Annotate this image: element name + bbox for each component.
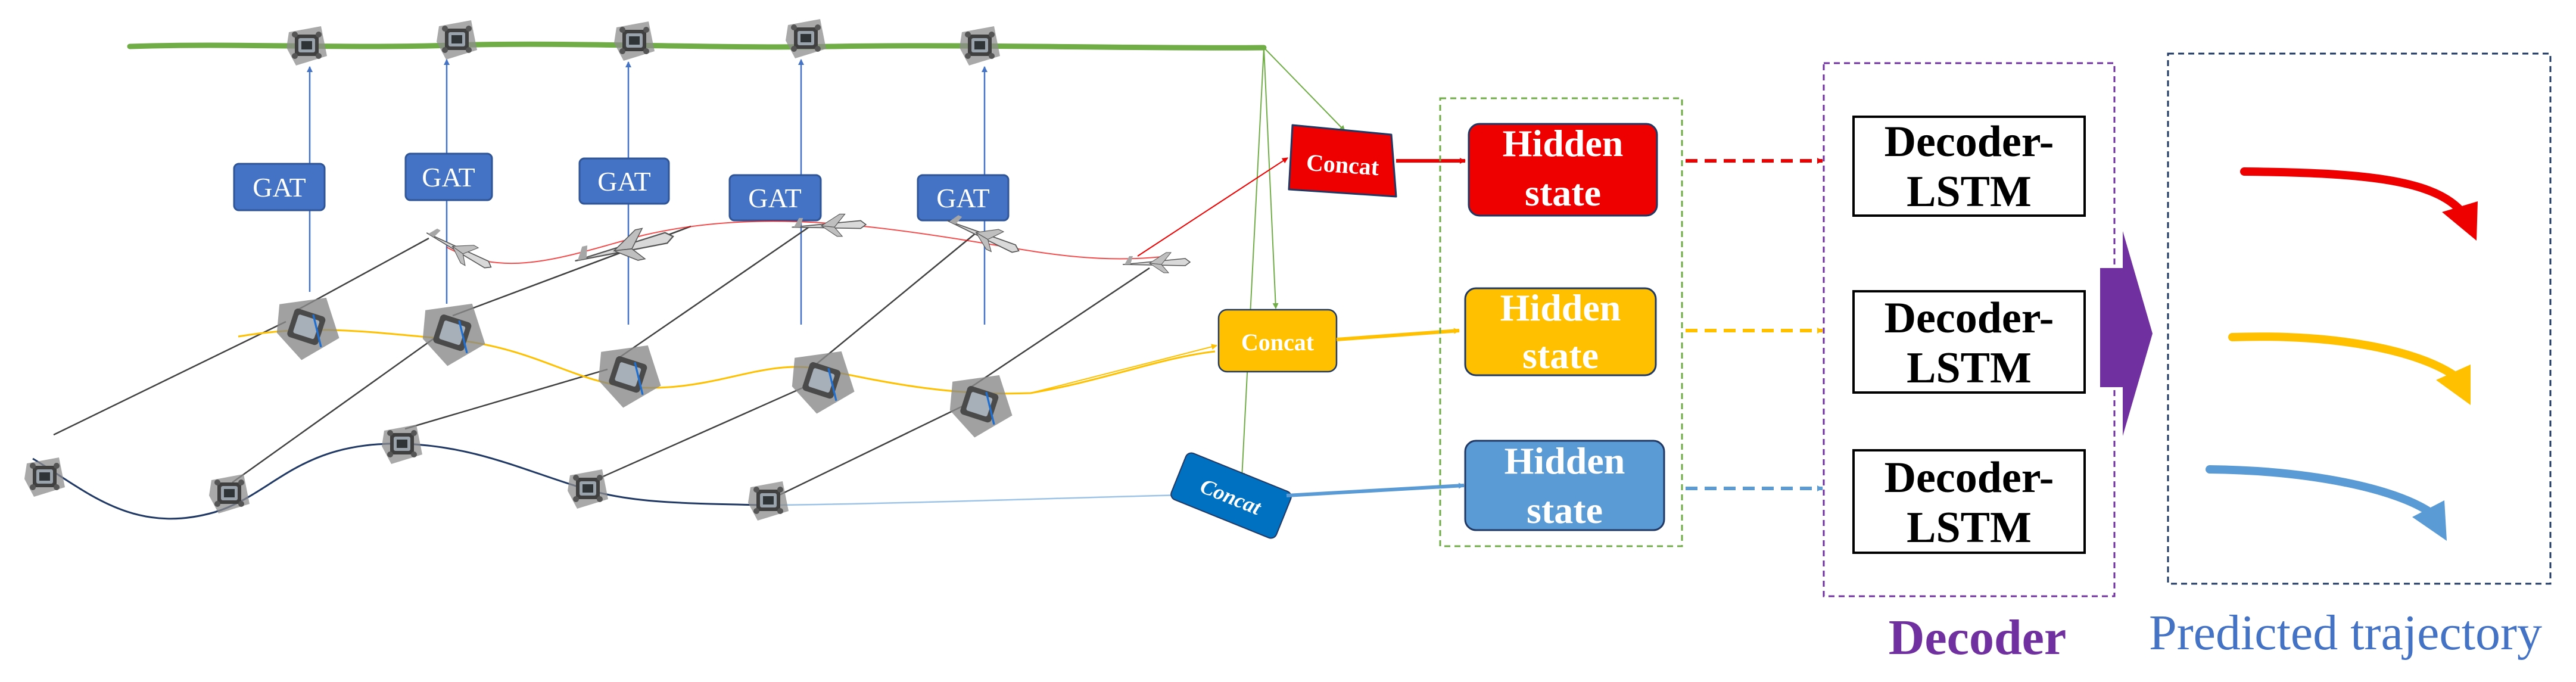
gat-block-2: GAT — [404, 152, 493, 201]
svg-text:state: state — [1525, 172, 1601, 214]
vehicle-icon — [960, 26, 1000, 66]
gat-label: GAT — [597, 166, 650, 197]
vehicle-icon — [24, 457, 65, 497]
vehicle-icon — [422, 303, 487, 368]
red-agent-trajectory — [446, 220, 1168, 264]
gat-label: GAT — [422, 162, 475, 192]
vehicle-icon — [949, 374, 1014, 439]
svg-text:state: state — [1527, 489, 1603, 531]
gat-block-5: GAT — [917, 174, 1010, 222]
vehicle-icon — [597, 344, 662, 409]
blue-agent-vehicles — [24, 425, 789, 521]
vehicle-icon — [791, 350, 856, 415]
gat-block-1: GAT — [233, 163, 326, 211]
gat-block-4: GAT — [728, 174, 822, 222]
gat-label: GAT — [253, 172, 306, 203]
vehicle-icon — [276, 297, 341, 362]
aircraft-icon — [1122, 251, 1191, 274]
concat-red: Concat — [1288, 124, 1397, 198]
svg-text:Hidden: Hidden — [1500, 286, 1621, 329]
hidden-state-container — [1439, 97, 1683, 547]
vehicle-icon — [568, 469, 608, 509]
vehicle-icon — [614, 21, 655, 61]
concat-blue: Concat — [1170, 452, 1292, 539]
gat-label: GAT — [936, 183, 989, 213]
red-to-concat — [1137, 157, 1288, 257]
vehicle-icon — [209, 474, 250, 513]
svg-text:Decoder-: Decoder- — [1885, 117, 2054, 166]
gat-label: GAT — [748, 183, 801, 213]
yellow-agent-trajectory — [238, 329, 1216, 395]
vehicle-icon — [437, 20, 477, 60]
timeline-to-concat-links — [1239, 47, 1345, 479]
vehicle-icon — [286, 26, 327, 66]
decoder-to-prediction-arrow — [2100, 231, 2153, 436]
svg-text:state: state — [1522, 334, 1599, 376]
decoder-lstm-1: Decoder- LSTM — [1852, 116, 2086, 217]
svg-text:LSTM: LSTM — [1907, 503, 2032, 552]
concat-label: Concat — [1241, 329, 1315, 356]
concat-blue-to-hidden — [1286, 482, 1465, 497]
svg-text:LSTM: LSTM — [1907, 167, 2032, 216]
aircraft-icon — [421, 221, 497, 278]
decoder-title: Decoder — [1889, 610, 2067, 665]
concat-label: Concat — [1306, 149, 1381, 180]
vehicle-icon — [382, 425, 422, 464]
svg-text:Decoder-: Decoder- — [1885, 294, 2054, 342]
svg-text:Hidden: Hidden — [1503, 122, 1624, 164]
vehicle-icon — [748, 481, 789, 521]
yellow-agent-vehicles — [276, 297, 1014, 439]
svg-text:Hidden: Hidden — [1505, 440, 1625, 482]
hidden-state-red: Hidden state — [1468, 122, 1658, 217]
predicted-yellow-trajectory — [2228, 332, 2458, 379]
gat-block-3: GAT — [578, 157, 670, 205]
predicted-blue-trajectory — [2206, 465, 2434, 516]
yellow-to-concat — [1030, 344, 1217, 394]
timeline-vehicles — [286, 19, 1000, 66]
svg-text:Decoder-: Decoder- — [1885, 453, 2054, 502]
concat-yellow-to-hidden — [1336, 328, 1460, 341]
concat-yellow: Concat — [1217, 309, 1338, 373]
blue-agent-link — [774, 493, 1210, 506]
vehicle-icon — [786, 19, 826, 58]
svg-text:LSTM: LSTM — [1907, 344, 2032, 393]
hidden-state-yellow: Hidden state — [1464, 286, 1657, 376]
hidden-state-blue: Hidden state — [1464, 440, 1665, 531]
decoder-lstm-2: Decoder- LSTM — [1852, 290, 2086, 394]
predicted-red-trajectory — [2240, 167, 2464, 214]
predicted-trajectories — [2206, 167, 2478, 541]
decoder-lstm-3: Decoder- LSTM — [1852, 449, 2086, 554]
predicted-trajectory-container — [2167, 52, 2552, 585]
interaction-edges — [53, 225, 1150, 502]
predicted-trajectory-title: Predicted trajectory — [2149, 605, 2542, 661]
